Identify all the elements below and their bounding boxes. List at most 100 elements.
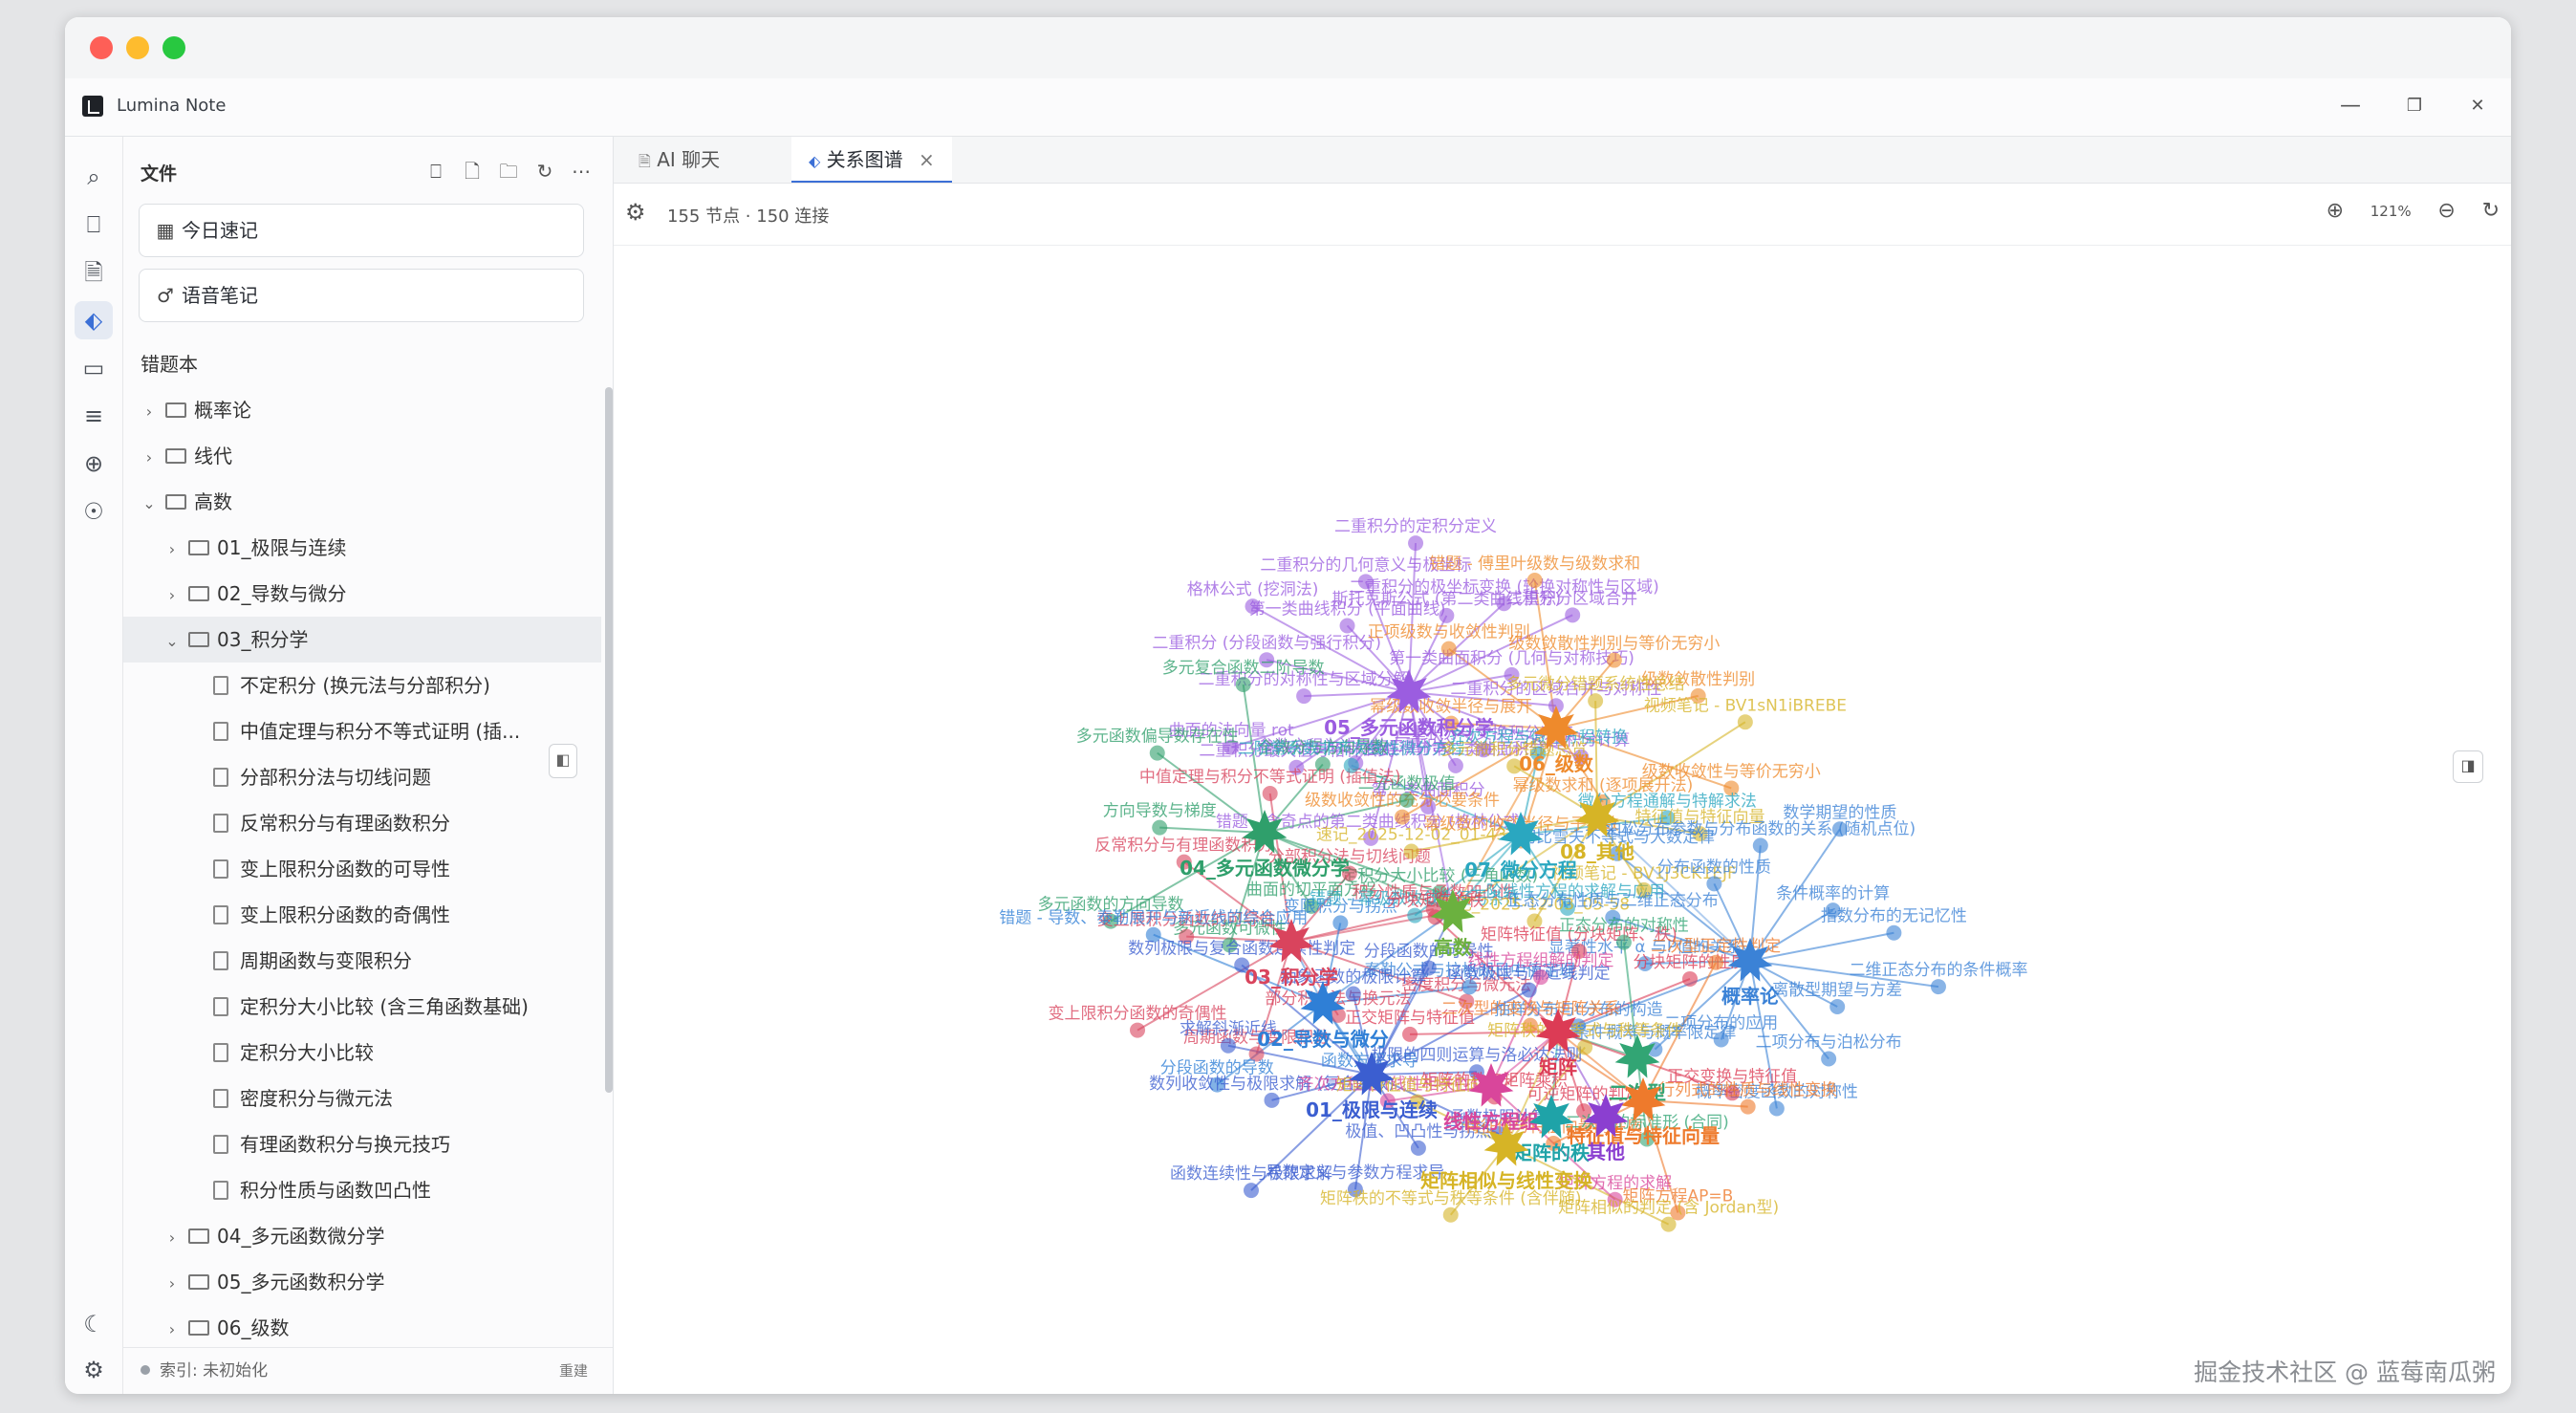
graph-node[interactable]: [1530, 746, 1547, 762]
graph-hub-node[interactable]: [1583, 1094, 1629, 1138]
graph-node[interactable]: [1821, 1051, 1837, 1067]
sidebar-scrollbar[interactable]: [605, 387, 613, 1093]
graph-hub-node[interactable]: [1268, 919, 1314, 963]
tree-file[interactable]: 积分性质与函数凹凸性: [123, 1167, 601, 1213]
graph-node[interactable]: [1610, 845, 1626, 861]
graph-node[interactable]: [1692, 826, 1708, 842]
tree-file[interactable]: 中值定理与积分不等式证明 (插...: [123, 708, 601, 754]
refresh-icon[interactable]: ↻: [536, 160, 553, 183]
graph-node[interactable]: [1670, 1205, 1686, 1221]
graph-node[interactable]: [1209, 1076, 1225, 1093]
tree-file[interactable]: 定积分大小比较 (含三角函数基础): [123, 984, 601, 1030]
tree-folder[interactable]: ›06_级数: [123, 1305, 601, 1351]
graph-node[interactable]: [1439, 607, 1455, 623]
graph-node[interactable]: [1660, 1216, 1677, 1232]
search-icon[interactable]: ⌕: [87, 163, 100, 190]
settings-icon[interactable]: ⚙: [625, 199, 646, 226]
graph-node[interactable]: [1262, 785, 1278, 801]
graph-node[interactable]: [1638, 1131, 1655, 1147]
graph-node[interactable]: [1222, 937, 1238, 953]
tab-graph[interactable]: ⬖ 关系图谱 ×: [791, 137, 952, 183]
graph-hub-node[interactable]: [1614, 1034, 1660, 1078]
graph-hub-node[interactable]: [1535, 1009, 1581, 1053]
graph-node[interactable]: [1635, 881, 1652, 898]
close-tab-icon[interactable]: ×: [919, 148, 935, 171]
graph-node[interactable]: [1264, 1092, 1280, 1108]
tree-file[interactable]: 分部积分法与切线问题: [123, 754, 601, 800]
graph-node[interactable]: [1576, 1103, 1592, 1120]
tree-folder[interactable]: ›04_多元函数微分学: [123, 1213, 601, 1259]
graph-node[interactable]: [1886, 924, 1902, 941]
graph-node[interactable]: [1398, 792, 1415, 808]
graph-node[interactable]: [1831, 821, 1848, 837]
tree-file[interactable]: 变上限积分函数的奇偶性: [123, 892, 601, 938]
graph-node[interactable]: [1526, 913, 1543, 929]
tree-folder[interactable]: ›01_极限与连续: [123, 525, 601, 571]
graph-node[interactable]: [1659, 810, 1676, 826]
chevron-right-icon[interactable]: ›: [168, 1320, 176, 1338]
tree-file[interactable]: 有理函数积分与换元技巧: [123, 1121, 601, 1167]
toggle-right-panel-button[interactable]: ◨: [2453, 750, 2483, 783]
maximize-window-button[interactable]: [162, 36, 185, 59]
new-file-icon[interactable]: 🗋: [464, 160, 481, 183]
graph-node[interactable]: [1522, 1017, 1538, 1033]
graph-icon[interactable]: ⬖: [75, 301, 113, 339]
graph-node[interactable]: [1245, 598, 1261, 615]
graph-node[interactable]: [1152, 819, 1168, 836]
graph-node[interactable]: [1341, 865, 1357, 881]
tree-file[interactable]: 反常积分与有理函数积分: [123, 800, 601, 846]
graph-node[interactable]: [1130, 1022, 1146, 1038]
daily-note-button[interactable]: ▦今日速记: [139, 204, 584, 257]
tree-folder[interactable]: ›线代: [123, 433, 601, 479]
graph-node[interactable]: [1607, 1191, 1623, 1207]
graph-node[interactable]: [1234, 957, 1250, 973]
graph-hub-node[interactable]: [1242, 810, 1288, 854]
graph-node[interactable]: [1235, 676, 1251, 692]
graph-node[interactable]: [1740, 1098, 1756, 1115]
restore-icon[interactable]: ❐: [2406, 96, 2423, 116]
reset-view-icon[interactable]: ↻: [2481, 199, 2500, 223]
graph-node[interactable]: [1768, 1100, 1785, 1117]
graph-node[interactable]: [1303, 898, 1319, 914]
graph-node[interactable]: [1459, 993, 1475, 1010]
graph-node[interactable]: [1442, 1206, 1459, 1223]
graph-node[interactable]: [1343, 757, 1359, 773]
tree-folder[interactable]: ⌄03_积分学: [123, 617, 601, 663]
graph-node[interactable]: [1402, 1026, 1418, 1042]
graph-node[interactable]: [1577, 1039, 1593, 1055]
graph-node[interactable]: [1588, 693, 1604, 709]
graph-node[interactable]: [1363, 830, 1379, 846]
graph-node[interactable]: [1526, 572, 1543, 588]
graph-hub-node[interactable]: [1533, 706, 1579, 750]
close-icon[interactable]: ✕: [2470, 96, 2485, 116]
graph-node[interactable]: [1407, 907, 1423, 924]
graph-hub-node[interactable]: [1498, 812, 1544, 856]
graph-node[interactable]: [1521, 982, 1537, 998]
graph-node[interactable]: [1395, 809, 1411, 825]
close-window-button[interactable]: [90, 36, 113, 59]
graph-node[interactable]: [1752, 837, 1768, 854]
graph-node[interactable]: [1496, 596, 1512, 612]
graph-node[interactable]: [1220, 1037, 1236, 1054]
graph-node[interactable]: [1447, 757, 1463, 773]
graph-node[interactable]: [1708, 954, 1724, 970]
graph-node[interactable]: [1259, 652, 1275, 668]
graph-node[interactable]: [1724, 1085, 1741, 1101]
graph-node[interactable]: [1243, 1183, 1259, 1199]
robot-icon[interactable]: ⎕: [86, 211, 101, 238]
graph-node[interactable]: [1637, 955, 1654, 971]
graph-node[interactable]: [1408, 535, 1424, 552]
minimize-window-button[interactable]: [126, 36, 149, 59]
graph-node[interactable]: [1420, 798, 1437, 815]
graph-node[interactable]: [1681, 970, 1698, 987]
tree-folder[interactable]: ›05_多元函数积分学: [123, 1259, 601, 1305]
graph-node[interactable]: [1461, 979, 1478, 995]
graph-node[interactable]: [1546, 1135, 1562, 1151]
graph-hub-node[interactable]: [1430, 889, 1476, 933]
graph-node[interactable]: [1825, 902, 1841, 919]
graph-node[interactable]: [1829, 998, 1846, 1014]
graph-node[interactable]: [1706, 876, 1722, 892]
graph-node[interactable]: [1615, 934, 1632, 950]
chevron-right-icon[interactable]: ›: [145, 402, 153, 421]
